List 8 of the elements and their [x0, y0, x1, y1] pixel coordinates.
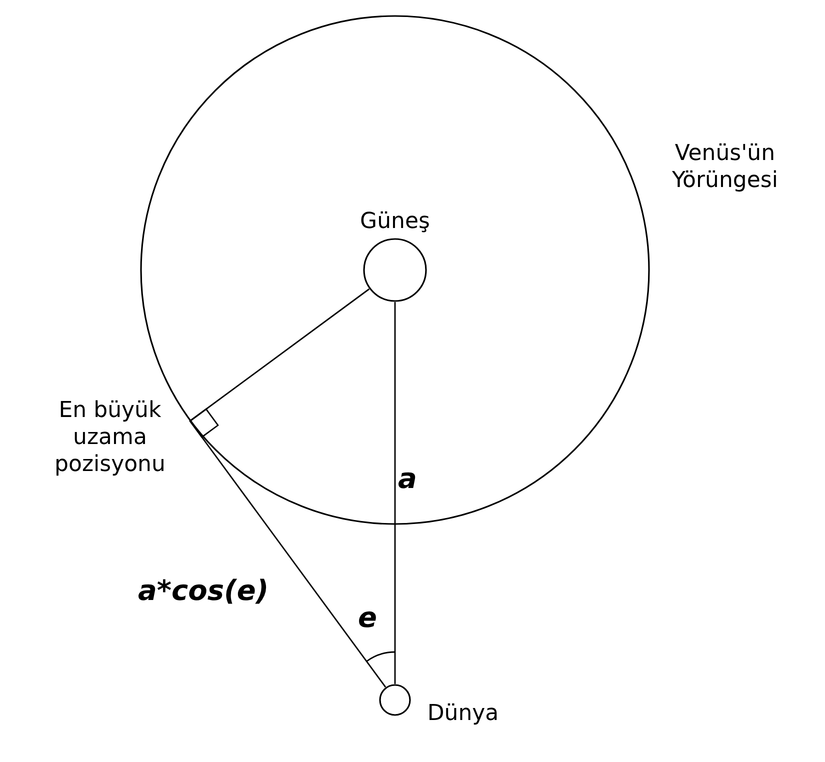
edge-label: a	[398, 462, 417, 495]
position-label: En büyük uzama pozisyonu	[54, 397, 166, 478]
connector-line	[394, 302, 396, 684]
angle-label: e	[358, 601, 377, 634]
earth-label: Dünya	[426, 700, 500, 727]
orbit-label: Venüs'ün Yörüngesi	[671, 140, 779, 194]
edge-label: a*cos(e)	[138, 574, 269, 607]
sun-label: Güneş	[359, 208, 431, 235]
